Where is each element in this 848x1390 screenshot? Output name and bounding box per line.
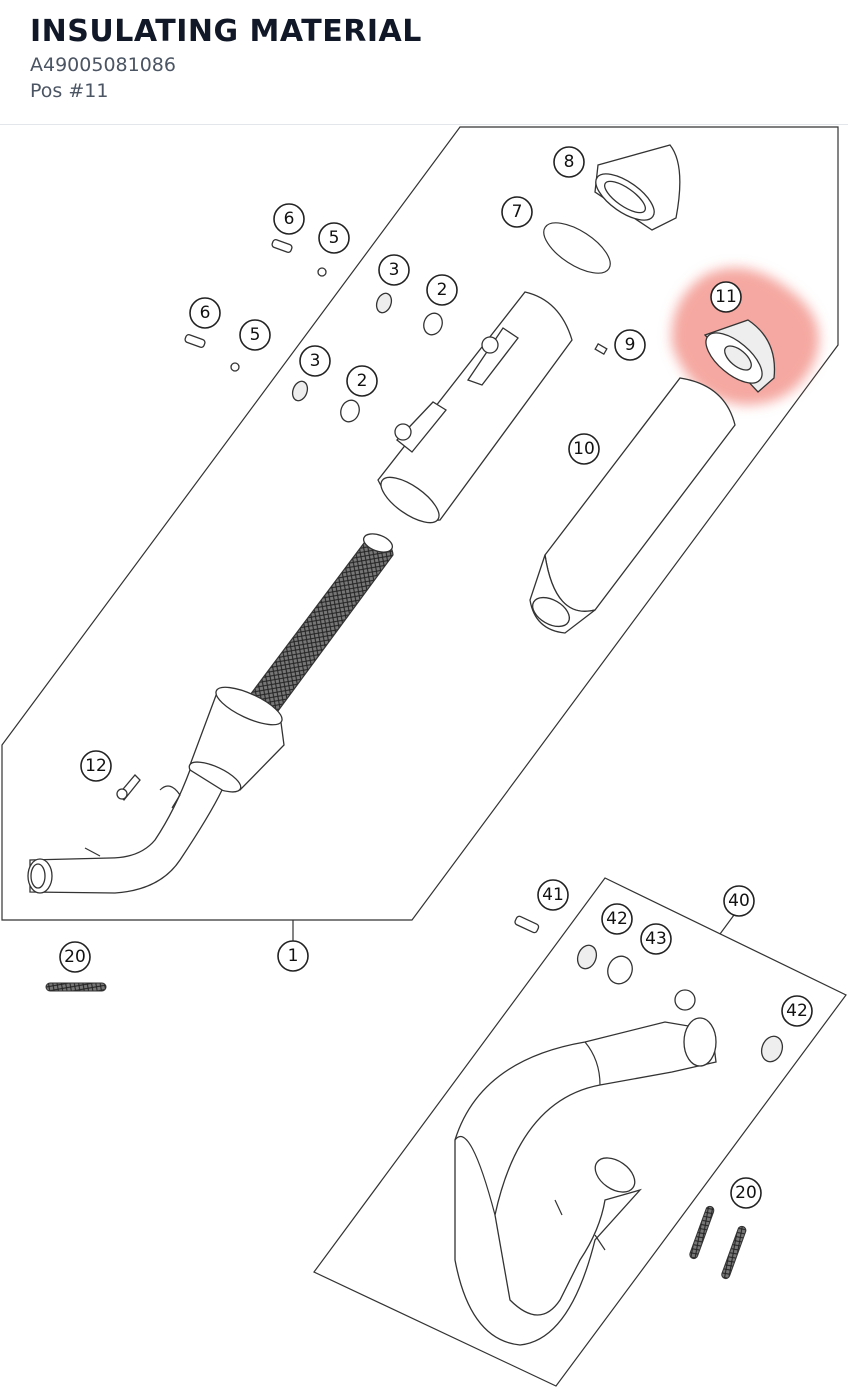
part-title: INSULATING MATERIAL bbox=[30, 14, 422, 49]
callout-7[interactable]: 7 bbox=[501, 196, 533, 228]
callout-3[interactable]: 3 bbox=[378, 254, 410, 286]
end-cap-part bbox=[594, 144, 681, 231]
callout-42[interactable]: 42 bbox=[781, 995, 813, 1027]
callout-42[interactable]: 42 bbox=[601, 903, 633, 935]
callout-41[interactable]: 41 bbox=[537, 879, 569, 911]
svg-text:40: 40 bbox=[728, 891, 750, 911]
svg-text:8: 8 bbox=[564, 152, 575, 172]
svg-text:2: 2 bbox=[357, 371, 368, 391]
position-label: Pos #11 bbox=[30, 80, 109, 102]
header-pipe-assembly-outline bbox=[313, 877, 847, 1387]
muffler-assembly-outline bbox=[1, 126, 839, 921]
svg-text:20: 20 bbox=[735, 1183, 757, 1203]
callout-5[interactable]: 5 bbox=[239, 319, 271, 351]
callout-43[interactable]: 43 bbox=[640, 923, 672, 955]
callout-2[interactable]: 2 bbox=[346, 365, 378, 397]
leader-40 bbox=[719, 914, 735, 935]
callout-20[interactable]: 20 bbox=[59, 941, 91, 973]
svg-text:7: 7 bbox=[512, 202, 523, 222]
header-pipe-part bbox=[454, 989, 717, 1346]
svg-text:9: 9 bbox=[625, 335, 636, 355]
callout-1[interactable]: 1 bbox=[277, 940, 309, 972]
spring-part-20 bbox=[45, 982, 107, 992]
callout-20[interactable]: 20 bbox=[730, 1177, 762, 1209]
part-number: A49005081086 bbox=[30, 54, 176, 76]
svg-text:10: 10 bbox=[573, 439, 595, 459]
svg-text:3: 3 bbox=[389, 260, 400, 280]
o-ring-part bbox=[543, 222, 611, 274]
callout-8[interactable]: 8 bbox=[553, 146, 585, 178]
callout-2[interactable]: 2 bbox=[426, 274, 458, 306]
small-hardware bbox=[116, 239, 443, 801]
part-header: INSULATING MATERIAL A49005081086 Pos #11 bbox=[0, 0, 848, 125]
svg-text:5: 5 bbox=[250, 325, 261, 345]
screw-part-9 bbox=[594, 343, 608, 355]
svg-text:3: 3 bbox=[310, 351, 321, 371]
inlet-pipe-part bbox=[27, 769, 223, 894]
svg-text:43: 43 bbox=[645, 929, 667, 949]
svg-text:5: 5 bbox=[329, 228, 340, 248]
callout-10[interactable]: 10 bbox=[568, 433, 600, 465]
callout-12[interactable]: 12 bbox=[80, 750, 112, 782]
muffler-housing-part bbox=[377, 291, 573, 524]
svg-text:6: 6 bbox=[200, 303, 211, 323]
callout-5[interactable]: 5 bbox=[318, 222, 350, 254]
callout-11[interactable]: 11 bbox=[710, 281, 742, 313]
callout-6[interactable]: 6 bbox=[189, 297, 221, 329]
svg-text:12: 12 bbox=[85, 756, 107, 776]
svg-text:6: 6 bbox=[284, 209, 295, 229]
callout-3[interactable]: 3 bbox=[299, 345, 331, 377]
svg-text:2: 2 bbox=[437, 280, 448, 300]
callout-9[interactable]: 9 bbox=[614, 329, 646, 361]
exploded-parts-diagram: 8 7 6 5 3 2 6 5 3 2 11 9 10 12 20 1 41 4… bbox=[1, 126, 847, 1387]
svg-text:42: 42 bbox=[606, 909, 628, 929]
svg-text:20: 20 bbox=[64, 947, 86, 967]
insulating-material-part bbox=[703, 319, 776, 393]
svg-text:11: 11 bbox=[715, 287, 737, 307]
outer-sleeve-part bbox=[529, 377, 736, 634]
perforated-tube-part bbox=[188, 533, 394, 793]
callout-6[interactable]: 6 bbox=[273, 203, 305, 235]
header-hardware bbox=[514, 915, 784, 1280]
svg-text:41: 41 bbox=[542, 885, 564, 905]
svg-text:1: 1 bbox=[288, 946, 299, 966]
callout-40[interactable]: 40 bbox=[723, 885, 755, 917]
svg-text:42: 42 bbox=[786, 1001, 808, 1021]
